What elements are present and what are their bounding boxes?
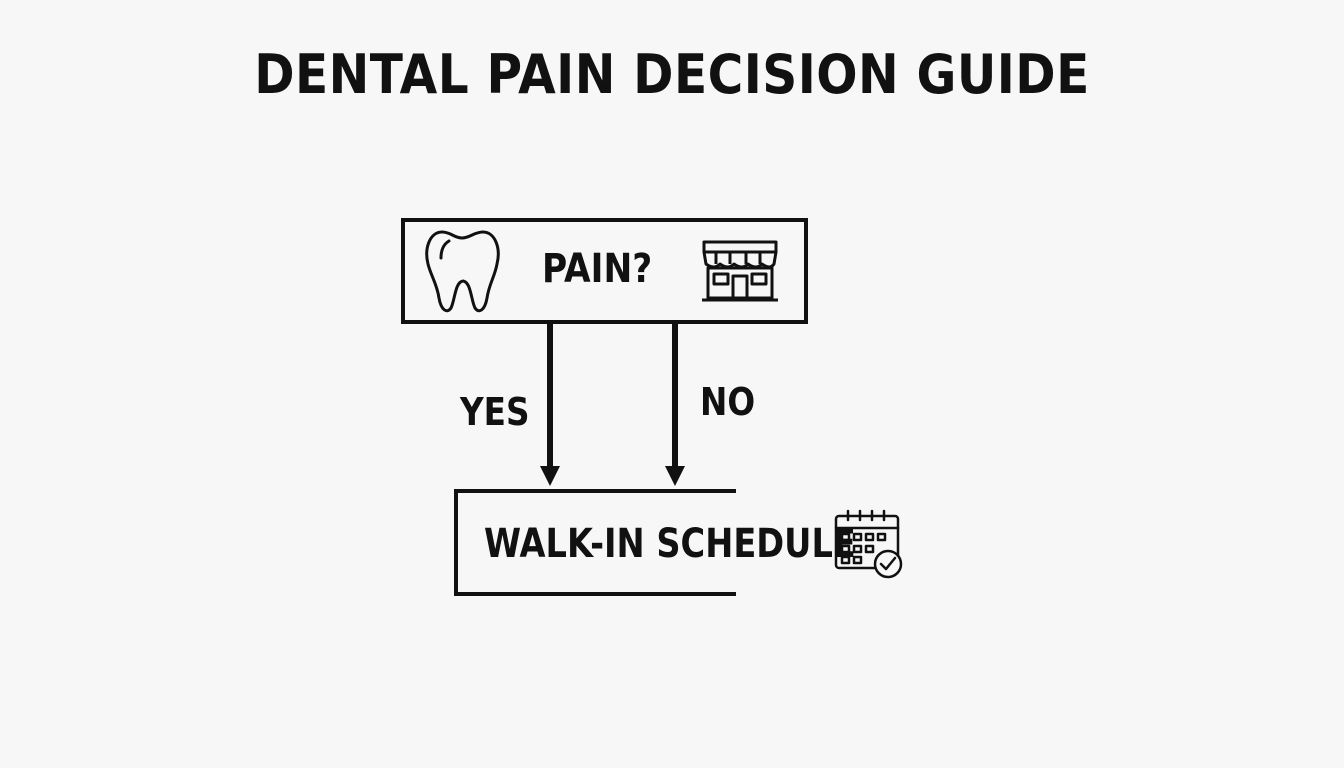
- action-box: [454, 489, 736, 596]
- no-branch-label: NO: [700, 380, 756, 424]
- storefront-icon: [702, 240, 778, 302]
- decision-box: [401, 218, 808, 324]
- action-label: WALK-IN SCHEDULE: [484, 521, 856, 567]
- tooth-icon: [425, 230, 500, 313]
- yes-arrow: [540, 322, 560, 486]
- decision-question: PAIN?: [542, 246, 653, 292]
- page-title: DENTAL PAIN DECISION GUIDE: [254, 43, 1090, 106]
- yes-branch-label: YES: [460, 390, 530, 434]
- no-arrow: [665, 322, 685, 486]
- calendar-check-icon: [834, 509, 903, 579]
